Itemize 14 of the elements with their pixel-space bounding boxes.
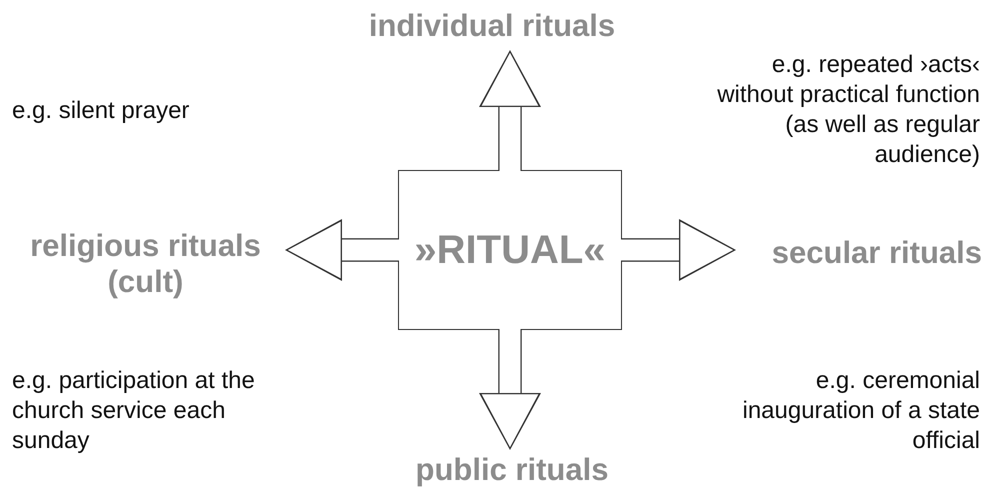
example-note: e.g. ceremonial inauguration of a state official <box>741 366 980 456</box>
ritual-category: religious rituals (cult) <box>29 228 262 300</box>
hollow-arrow <box>285 219 398 281</box>
ritual-category: individual rituals <box>368 8 616 44</box>
ritual-category: secular rituals <box>770 235 982 271</box>
example-note: e.g. repeated ›acts‹ without practical function (as well as regular audience) <box>716 50 980 170</box>
example-note: e.g. participation at the church service each sunday <box>12 366 256 456</box>
center-title: »RITUAL« <box>414 232 606 268</box>
example-note: e.g. silent prayer <box>12 96 190 126</box>
center-box <box>398 170 622 330</box>
ritual-category: public rituals <box>414 452 610 488</box>
hollow-arrow <box>479 330 541 450</box>
hollow-arrow <box>622 219 736 281</box>
hollow-arrow <box>479 50 541 170</box>
